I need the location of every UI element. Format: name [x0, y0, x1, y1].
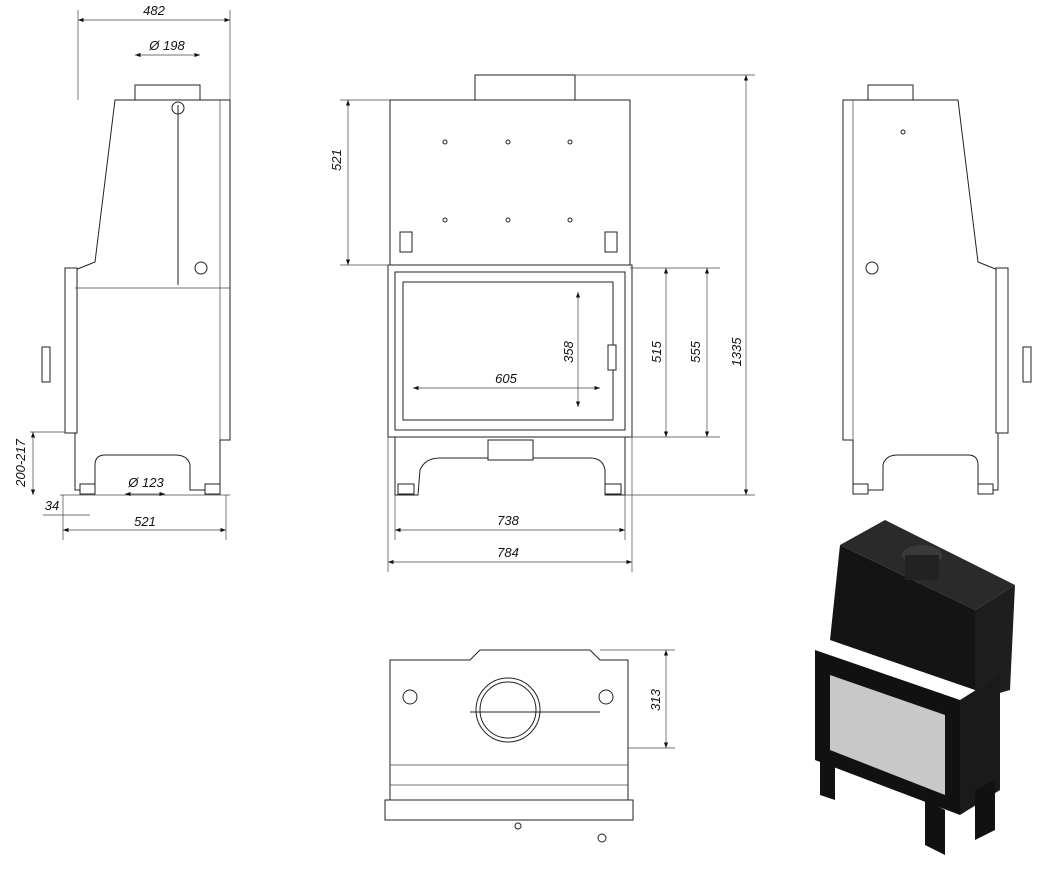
dim-flue-diameter: Ø 198	[148, 38, 185, 53]
side-view-right	[842, 84, 1032, 495]
dim-521-depth: 521	[134, 514, 156, 529]
dim-34: 34	[45, 498, 59, 513]
dim-784: 784	[497, 545, 519, 560]
dim-200-217: 200-217	[13, 438, 28, 487]
dim-555: 555	[688, 340, 703, 362]
front-view: 521 358 605 515 555 1335 738 784	[329, 74, 755, 572]
fireplace-render	[815, 520, 1015, 855]
dim-521-upper: 521	[329, 149, 344, 171]
dim-482: 482	[143, 3, 165, 18]
dim-605: 605	[495, 371, 517, 386]
dim-313: 313	[648, 688, 663, 710]
dim-air-inlet: Ø 123	[127, 475, 164, 490]
dim-358: 358	[561, 340, 576, 362]
dim-515: 515	[649, 340, 664, 362]
top-view: 313	[384, 649, 675, 843]
dim-738: 738	[497, 513, 519, 528]
side-view-left: 482 Ø 198 200-217 34 Ø 123 521	[13, 3, 231, 540]
dim-1335: 1335	[729, 337, 744, 367]
